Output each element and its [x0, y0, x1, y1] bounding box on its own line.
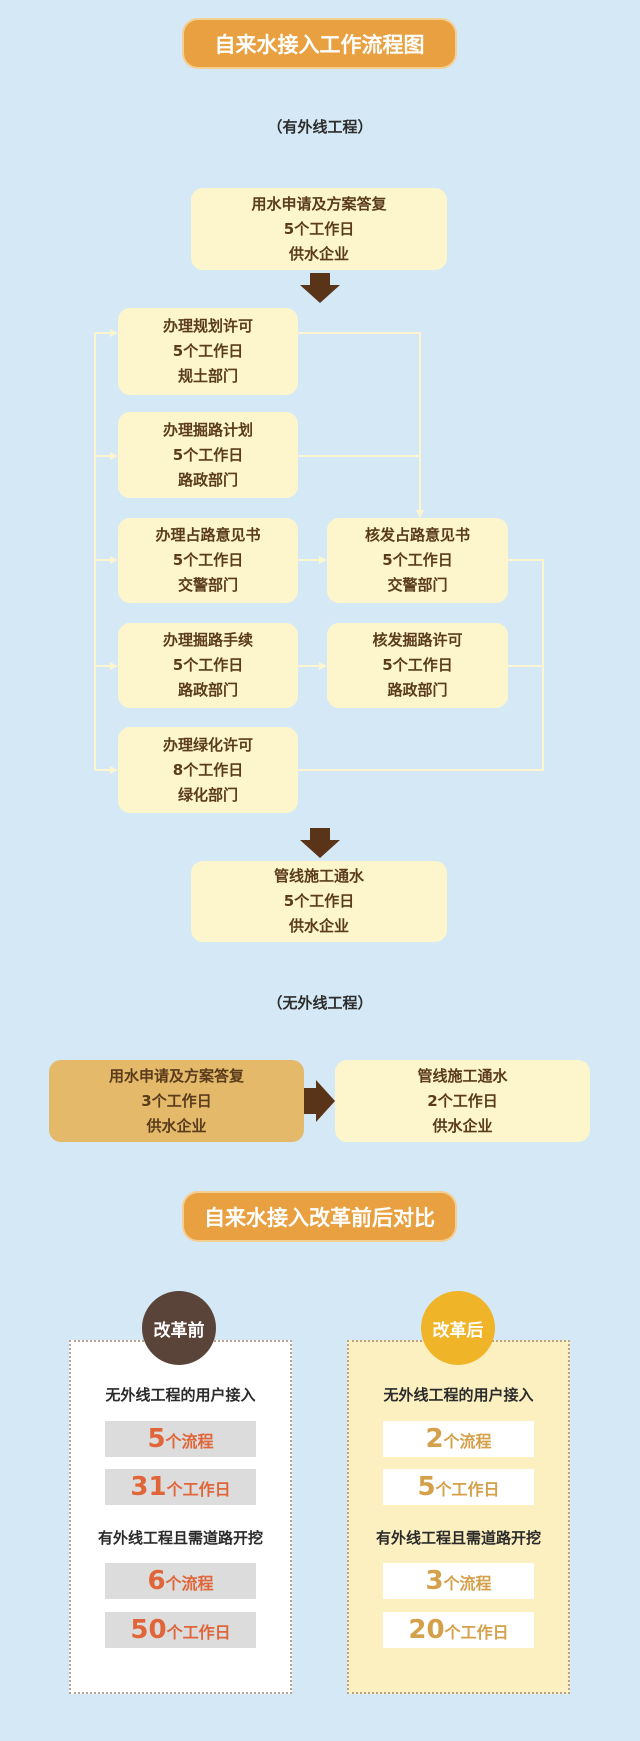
step-dept: 路政部门: [177, 470, 238, 489]
value-unit: 个流程: [443, 1574, 492, 1593]
before-heading-external: 有外线工程且需道路开挖: [97, 1529, 263, 1547]
step-greening-permit: 办理绿化许可 8个工作日 绿化部门: [118, 727, 298, 813]
value-number: 20: [408, 1615, 445, 1645]
comparison-title: 自来水接入改革前后对比: [184, 1193, 455, 1240]
step-days: 5个工作日: [283, 892, 355, 910]
value-unit: 个工作日: [444, 1623, 509, 1642]
step-dept: 供水企业: [288, 244, 349, 263]
arrowhead: [110, 556, 118, 564]
before-heading-no-external: 无外线工程的用户接入: [105, 1386, 256, 1404]
right-arrow-icon: [304, 1080, 335, 1122]
step-road-excavation-procedure: 办理掘路手续 5个工作日 路政部门: [118, 623, 298, 708]
step-days: 5个工作日: [172, 445, 244, 464]
arrowhead: [416, 510, 424, 518]
arrowhead: [110, 766, 118, 774]
step-name: 管线施工通水: [417, 1066, 508, 1085]
step-days: 5个工作日: [172, 342, 244, 360]
step-name: 办理掘路手续: [162, 631, 253, 649]
value-unit: 个流程: [443, 1432, 492, 1451]
arrowhead: [110, 452, 118, 460]
arrowhead: [110, 662, 118, 670]
step-name: 管线施工通水: [273, 867, 364, 885]
step-name: 核发占路意见书: [364, 526, 470, 544]
step-days: 3个工作日: [141, 1091, 212, 1110]
step-dept: 规土部门: [177, 367, 238, 385]
step-name: 用水申请及方案答复: [251, 194, 387, 213]
value-unit: 个工作日: [166, 1623, 231, 1642]
value-number: 2: [425, 1424, 444, 1454]
flowchart-title: 自来水接入工作流程图: [184, 20, 455, 67]
step-name: 办理绿化许可: [162, 735, 253, 754]
after-reform-badge: 改革后: [421, 1291, 495, 1365]
arrowhead: [319, 662, 327, 670]
step-dept: 交警部门: [387, 576, 448, 594]
arrowhead: [319, 556, 327, 564]
value-unit: 个工作日: [166, 1480, 231, 1499]
step-name: 核发掘路许可: [372, 631, 463, 649]
step-dept: 供水企业: [288, 917, 349, 935]
value-unit: 个流程: [165, 1574, 214, 1593]
step-water-application-simple: 用水申请及方案答复 3个工作日 供水企业: [49, 1060, 304, 1142]
down-arrow-icon: [300, 828, 340, 858]
step-pipeline-construction: 管线施工通水 5个工作日 供水企业: [191, 861, 447, 942]
step-issue-excavation-permit: 核发掘路许可 5个工作日 路政部门: [327, 623, 508, 708]
step-road-occupation-opinion: 办理占路意见书 5个工作日 交警部门: [118, 518, 298, 603]
step-name: 办理占路意见书: [155, 526, 261, 544]
value-unit: 个流程: [165, 1432, 214, 1451]
step-days: 2个工作日: [427, 1091, 498, 1110]
before-reform-badge: 改革前: [142, 1291, 216, 1365]
value-unit: 个工作日: [435, 1480, 500, 1499]
step-name: 办理掘路计划: [162, 420, 253, 439]
step-dept: 交警部门: [177, 576, 238, 594]
value-number: 31: [130, 1472, 167, 1502]
step-days: 5个工作日: [172, 551, 244, 569]
with-external-label: （有外线工程）: [267, 118, 373, 136]
step-issue-road-occupation: 核发占路意见书 5个工作日 交警部门: [327, 518, 508, 603]
step-days: 5个工作日: [172, 656, 244, 674]
after-heading-external: 有外线工程且需道路开挖: [375, 1529, 541, 1547]
step-days: 5个工作日: [283, 219, 355, 238]
step-name: 用水申请及方案答复: [108, 1066, 244, 1085]
value-number: 6: [147, 1566, 166, 1596]
arrowhead: [110, 329, 118, 337]
step-pipeline-construction-simple: 管线施工通水 2个工作日 供水企业: [335, 1060, 590, 1142]
value-number: 50: [130, 1615, 167, 1645]
step-name: 办理规划许可: [162, 317, 253, 335]
step-water-application: 用水申请及方案答复 5个工作日 供水企业: [191, 188, 447, 270]
step-dept: 路政部门: [177, 681, 238, 699]
value-number: 5: [147, 1424, 166, 1454]
step-days: 8个工作日: [172, 760, 244, 779]
step-dept: 供水企业: [146, 1116, 207, 1135]
without-external-label: （无外线工程）: [267, 994, 373, 1012]
step-road-excavation-plan: 办理掘路计划 5个工作日 路政部门: [118, 412, 298, 498]
value-number: 3: [425, 1566, 444, 1596]
step-planning-permit: 办理规划许可 5个工作日 规土部门: [118, 308, 298, 395]
step-dept: 路政部门: [387, 681, 448, 699]
step-days: 5个工作日: [382, 656, 453, 674]
down-arrow-icon: [300, 273, 340, 303]
step-dept: 绿化部门: [177, 785, 238, 804]
value-number: 5: [417, 1472, 436, 1502]
after-heading-no-external: 无外线工程的用户接入: [383, 1386, 534, 1404]
step-days: 5个工作日: [382, 551, 453, 569]
line-left1-to-right1: [298, 332, 421, 512]
step-dept: 供水企业: [432, 1116, 493, 1135]
